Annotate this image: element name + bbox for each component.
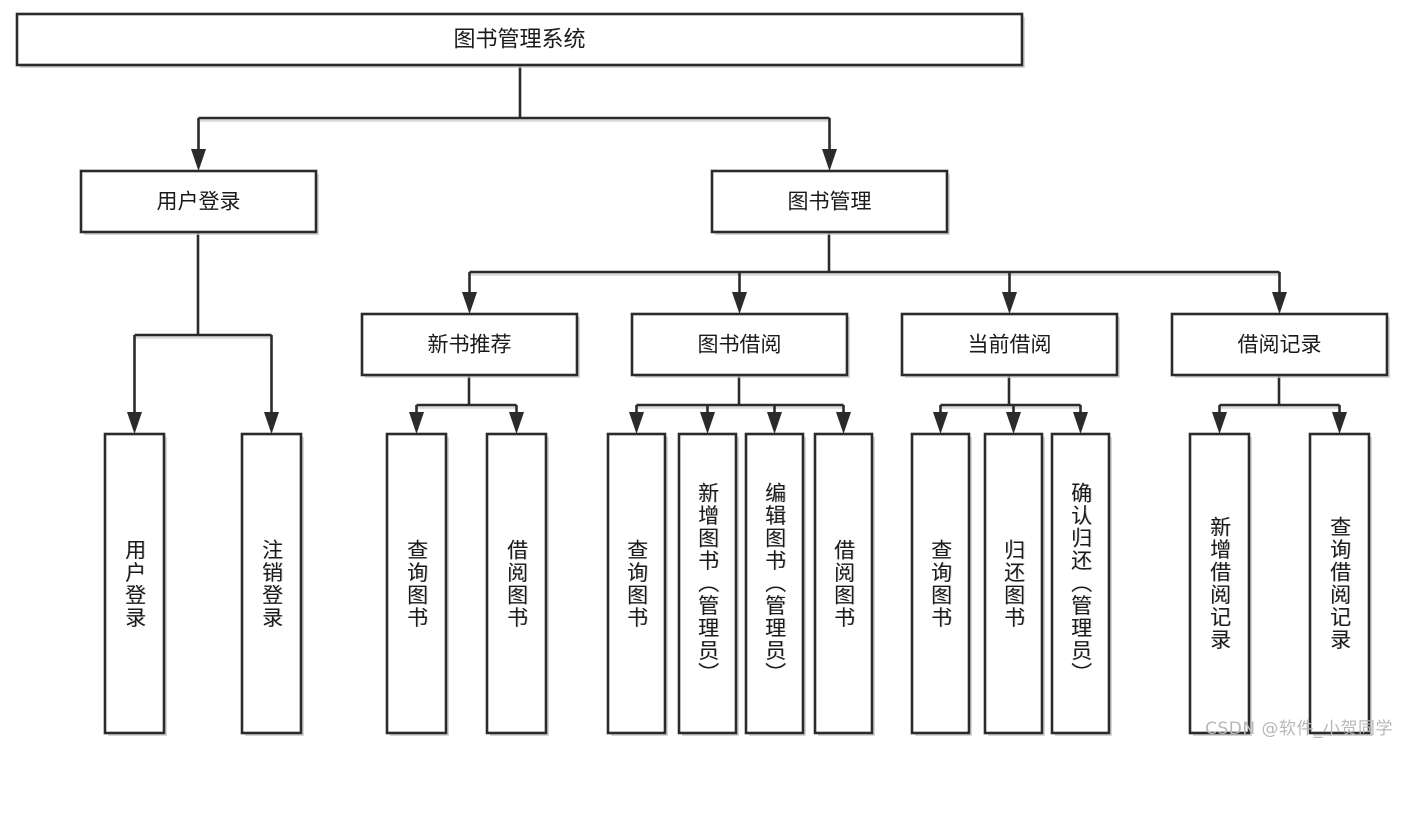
connector-layer	[127, 65, 1347, 434]
connector-record-to-leaves	[1212, 375, 1347, 434]
node-box-borrow-record[interactable]	[1170, 312, 1389, 377]
node-borrow-record[interactable]: 借阅记录	[1170, 312, 1390, 378]
connector-current-to-leaves	[933, 375, 1088, 434]
node-box-leaf-add-borrow-record[interactable]	[1188, 432, 1251, 735]
node-leaf-add-book[interactable]	[677, 432, 739, 736]
node-book-management[interactable]: 图书管理	[710, 169, 950, 235]
connector-borrow-to-leaves	[629, 375, 851, 434]
node-box-book-management[interactable]	[710, 169, 949, 234]
watermark: CSDN @软件_小贺同学	[1205, 719, 1393, 739]
node-leaf-user-login[interactable]	[103, 432, 167, 736]
node-box-current-borrow[interactable]	[900, 312, 1119, 377]
node-box-book-borrow[interactable]	[630, 312, 849, 377]
node-label-book-management: 图书管理	[788, 190, 872, 214]
node-label-new-book-recommend: 新书推荐	[428, 333, 512, 357]
connector-userlogin-to-leaves	[127, 232, 279, 434]
node-book-borrow[interactable]: 图书借阅	[630, 312, 850, 378]
node-leaf-query-borrow-record[interactable]	[1308, 432, 1372, 736]
node-leaf-edit-book[interactable]	[744, 432, 806, 736]
connector-root-to-level2	[191, 65, 837, 171]
node-box-leaf-return-book[interactable]	[983, 432, 1044, 735]
node-box-leaf-edit-book[interactable]	[744, 432, 805, 735]
node-box-leaf-query-book-current[interactable]	[910, 432, 971, 735]
node-box-leaf-user-login[interactable]	[103, 432, 166, 735]
node-leaf-query-book-recommend[interactable]	[385, 432, 449, 736]
node-user-login[interactable]: 用户登录	[79, 169, 319, 235]
node-label-book-borrow: 图书借阅	[698, 333, 782, 357]
node-leaf-borrow-book[interactable]	[813, 432, 875, 736]
connector-recommend-to-leaves	[409, 375, 524, 434]
node-box-leaf-borrow-book-recommend[interactable]	[485, 432, 548, 735]
node-box-leaf-add-book[interactable]	[677, 432, 738, 735]
node-label-root: 图书管理系统	[453, 28, 585, 53]
node-label-borrow-record: 借阅记录	[1238, 333, 1322, 357]
node-label-user-login: 用户登录	[157, 190, 241, 214]
node-box-leaf-confirm-return[interactable]	[1050, 432, 1111, 735]
node-box-user-login[interactable]	[79, 169, 318, 234]
node-box-root[interactable]	[15, 12, 1024, 67]
node-leaf-logout[interactable]	[240, 432, 304, 736]
node-box-leaf-borrow-book[interactable]	[813, 432, 874, 735]
node-box-new-book-recommend[interactable]	[360, 312, 579, 377]
node-box-leaf-query-borrow-record[interactable]	[1308, 432, 1371, 735]
node-leaf-return-book[interactable]	[983, 432, 1045, 736]
diagram-canvas-container: 图书管理系统用户登录图书管理新书推荐图书借阅当前借阅借阅记录 用户登录注销登录查…	[15, 12, 1390, 736]
node-leaf-query-book-current[interactable]	[910, 432, 972, 736]
node-box-leaf-query-book-borrow[interactable]	[606, 432, 667, 735]
node-label-current-borrow: 当前借阅	[968, 333, 1052, 357]
node-leaf-confirm-return[interactable]	[1050, 432, 1112, 736]
node-box-leaf-query-book-recommend[interactable]	[385, 432, 448, 735]
node-leaf-query-book-borrow[interactable]	[606, 432, 668, 736]
node-new-book-recommend[interactable]: 新书推荐	[360, 312, 580, 378]
connector-bookmgmt-to-level3	[462, 232, 1287, 314]
node-leaf-add-borrow-record[interactable]	[1188, 432, 1252, 736]
node-leaf-borrow-book-recommend[interactable]	[485, 432, 549, 736]
node-root[interactable]: 图书管理系统	[15, 12, 1025, 68]
node-current-borrow[interactable]: 当前借阅	[900, 312, 1120, 378]
node-box-leaf-logout[interactable]	[240, 432, 303, 735]
